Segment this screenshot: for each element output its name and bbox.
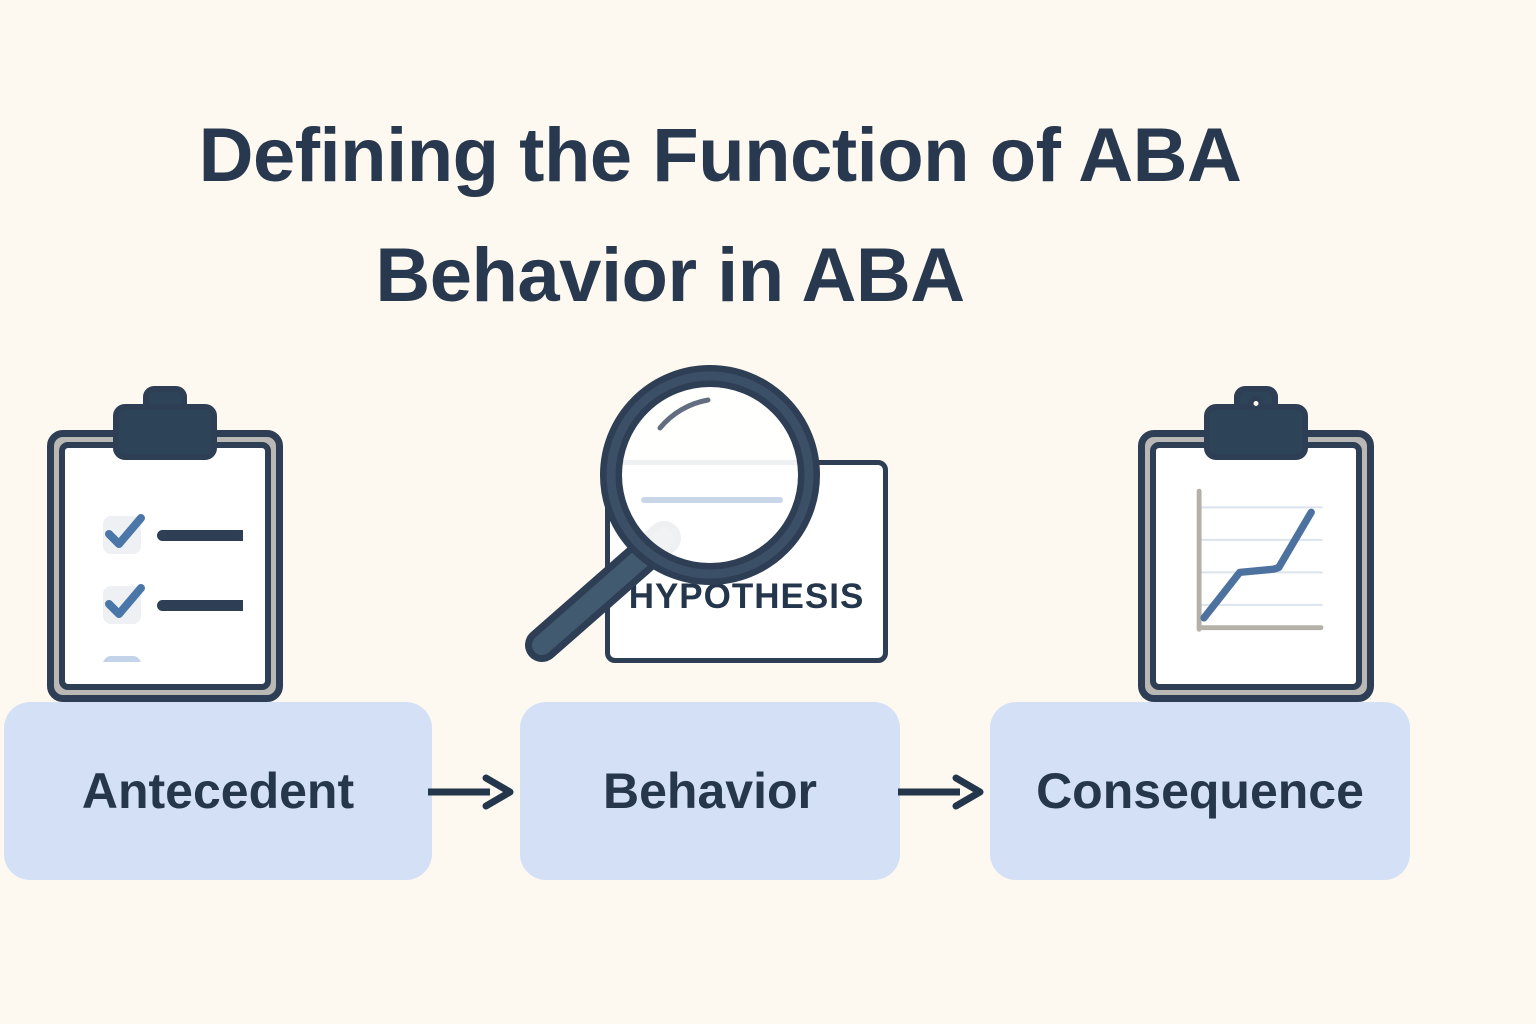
- clipboard-clip: [1204, 404, 1308, 460]
- arrow-behavior-to-consequence-icon: [898, 774, 984, 810]
- checklist-item: [103, 512, 243, 558]
- clipboard-clip: [113, 404, 217, 460]
- clipboard-inner-frame: [59, 442, 271, 690]
- clipboard-paper: [1178, 470, 1334, 662]
- checklist-item-line: [157, 599, 243, 611]
- page-title-line-2: Behavior in ABA: [375, 233, 965, 318]
- abc-box-antecedent[interactable]: Antecedent: [4, 702, 432, 880]
- checkbox-checked: [103, 584, 145, 624]
- checklist-item-line: [157, 529, 243, 541]
- checklist-clipboard-icon: [47, 386, 283, 702]
- data-chart-clipboard-icon: [1138, 386, 1374, 702]
- abc-box-antecedent-label: Antecedent: [81, 763, 355, 819]
- checklist-item: [103, 652, 243, 662]
- page-title: Defining the Function of ABA Behavior in…: [0, 96, 1536, 336]
- checkbox-checked: [103, 514, 145, 554]
- abc-box-behavior-label: Behavior: [603, 763, 817, 819]
- check-icon: [105, 514, 145, 548]
- arrow-antecedent-to-behavior-icon: [428, 774, 514, 810]
- clipboard-inner-frame: [1150, 442, 1362, 690]
- check-icon: [105, 584, 145, 618]
- hypothesis-card-label: HYPOTHESIS: [628, 577, 865, 616]
- abc-box-consequence-label: Consequence: [1036, 763, 1364, 819]
- magnifier-icon: [525, 365, 820, 662]
- clipboard-clip-hole: [1248, 396, 1264, 411]
- icon-row: HYPOTHESIS: [0, 330, 1536, 710]
- line-chart-graphic: [1196, 488, 1324, 632]
- page-title-line-1: Defining the Function of ABA: [198, 113, 1242, 198]
- abc-box-consequence[interactable]: Consequence: [990, 702, 1410, 880]
- chart-series-line: [1200, 508, 1315, 622]
- abc-flow-row: Antecedent Behavior Consequence: [0, 702, 1536, 882]
- hypothesis-icon-group: HYPOTHESIS: [512, 350, 912, 680]
- checkbox-empty: [103, 656, 141, 662]
- checklist: [103, 512, 243, 662]
- clipboard-paper: [87, 470, 243, 662]
- abc-box-behavior[interactable]: Behavior: [520, 702, 900, 880]
- checklist-item: [103, 582, 243, 628]
